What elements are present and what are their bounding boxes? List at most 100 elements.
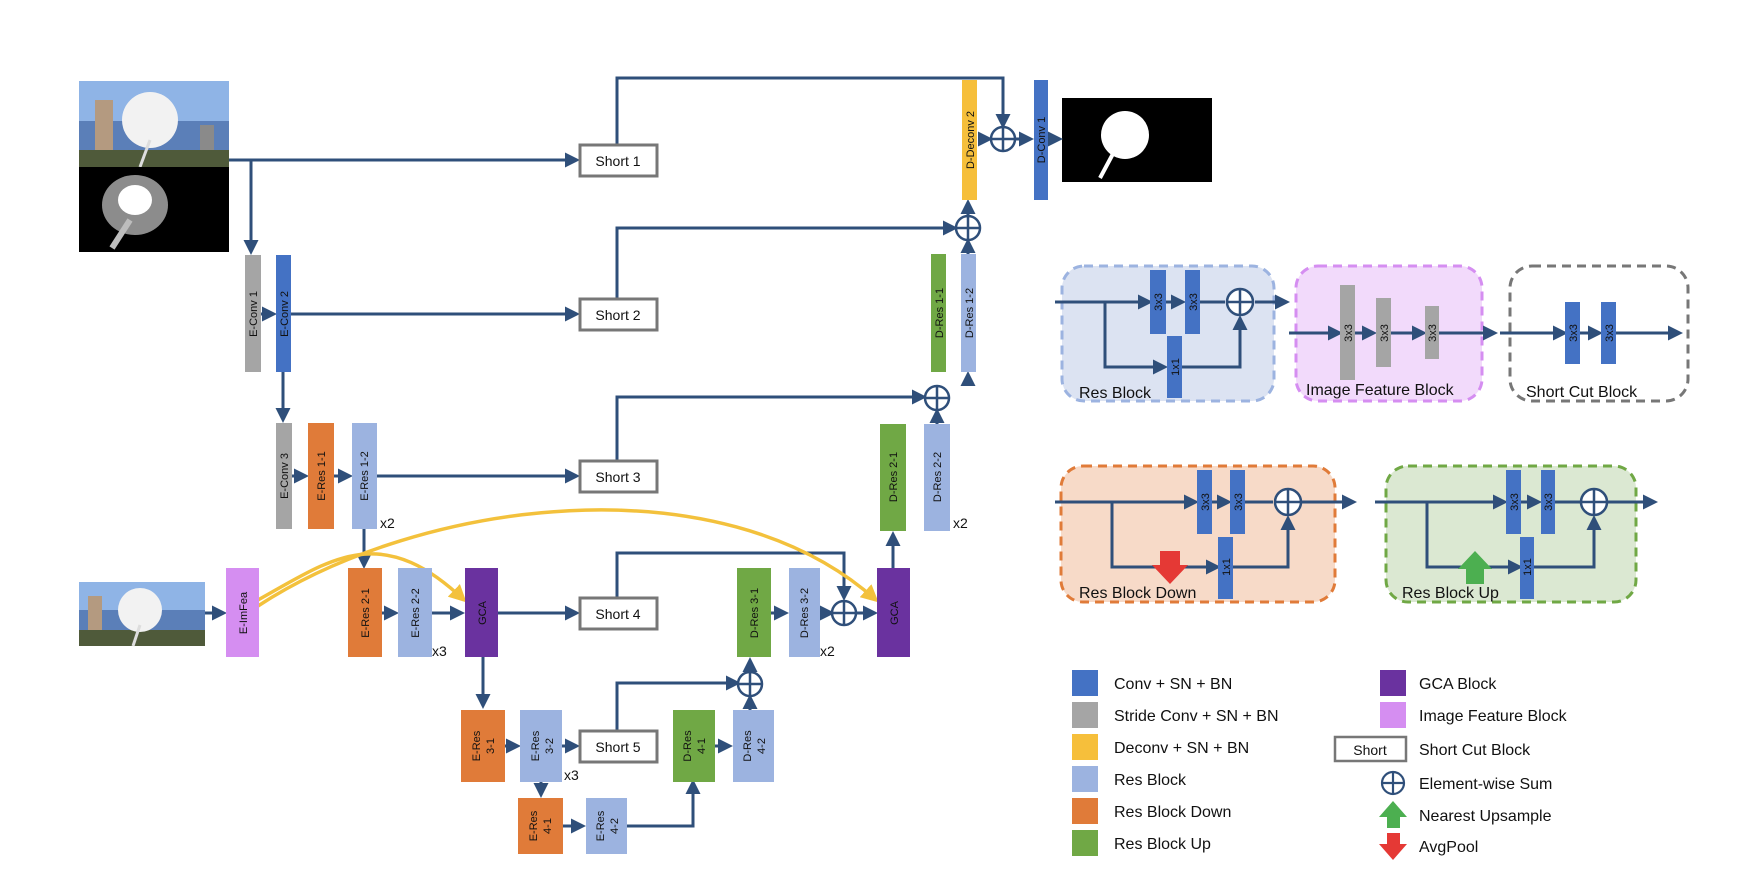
inset-res-block-up: 3x3 3x3 1x1 Res Block Up xyxy=(1375,464,1658,604)
short-1: Short 1 xyxy=(578,143,659,178)
svg-text:Short 1: Short 1 xyxy=(595,153,640,169)
element-wise-sums xyxy=(736,125,1017,698)
legend-nearest-upsample: Nearest Upsample xyxy=(1379,801,1552,828)
inset-image-feature-title: Image Feature Block xyxy=(1306,382,1455,399)
circle-plus-icon xyxy=(1380,770,1406,796)
block-d-res41 xyxy=(673,710,715,782)
label-e-res32-a: E-Res xyxy=(530,730,542,761)
input-trimap xyxy=(79,167,229,252)
svg-text:1x1: 1x1 xyxy=(1170,358,1182,376)
label-e-res32-b: 3-2 xyxy=(544,738,556,754)
svg-text:Short 2: Short 2 xyxy=(595,307,640,323)
sum-4 xyxy=(830,599,858,627)
label-e-res31-b: 3-1 xyxy=(485,738,497,754)
block-gca-1 xyxy=(465,568,498,657)
label-gca-2: GCA xyxy=(889,600,901,625)
label-e-res21: E-Res 2-1 xyxy=(360,588,372,638)
block-d-res21 xyxy=(880,424,906,531)
sum-2 xyxy=(954,214,982,242)
block-e-imfea xyxy=(226,568,259,657)
short-3: Short 3 xyxy=(578,459,659,494)
mult-d-res32: x2 xyxy=(820,643,835,659)
label-d-deconv2: D-Deconv 2 xyxy=(965,111,977,169)
block-d-res22 xyxy=(924,424,950,531)
label-gca-1: GCA xyxy=(477,600,489,625)
svg-text:Short 3: Short 3 xyxy=(595,469,640,485)
label-d-res11: D-Res 1-1 xyxy=(934,288,946,338)
legend-element-wise-sum: Element-wise Sum xyxy=(1380,770,1552,796)
blocks: E-Conv 1 E-Conv 2 E-Conv 3 E-Res 1-1 E-R… xyxy=(226,80,1048,854)
label-d-res41-b: 4-1 xyxy=(696,738,708,754)
svg-text:Image Feature Block: Image Feature Block xyxy=(1419,708,1568,725)
block-gca-2 xyxy=(877,568,910,657)
label-e-res12: E-Res 1-2 xyxy=(359,451,371,501)
block-e-res32 xyxy=(520,710,562,782)
svg-text:3x3: 3x3 xyxy=(1153,293,1165,311)
svg-text:3x3: 3x3 xyxy=(1543,493,1555,511)
label-e-conv3: E-Conv 3 xyxy=(279,453,291,499)
inset-res-block: 3x3 3x3 1x1 Res Block xyxy=(1055,264,1290,403)
inset-short-cut-title: Short Cut Block xyxy=(1526,384,1638,401)
label-e-res42-b: 4-2 xyxy=(609,818,621,834)
inset-res-block-up-title: Res Block Up xyxy=(1402,585,1499,602)
short-4: Short 4 xyxy=(578,596,659,631)
svg-text:1x1: 1x1 xyxy=(1221,558,1233,576)
label-d-res41-a: D-Res xyxy=(682,730,694,762)
legend-stride-conv: Stride Conv + SN + BN xyxy=(1072,702,1279,728)
sum-3 xyxy=(923,384,951,412)
svg-text:3x3: 3x3 xyxy=(1200,493,1212,511)
legend: Conv + SN + BN Stride Conv + SN + BN Dec… xyxy=(1072,670,1568,860)
label-d-res42-b: 4-2 xyxy=(756,738,768,754)
input-image-rgb xyxy=(79,81,229,168)
label-d-res32: D-Res 3-2 xyxy=(799,588,811,638)
svg-text:Short: Short xyxy=(1353,742,1387,758)
short-cut-boxes: Short 1 Short 2 Short 3 Short 4 Short 5 xyxy=(578,143,659,764)
legend-image-feature: Image Feature Block xyxy=(1380,702,1568,728)
inset-res-block-down-title: Res Block Down xyxy=(1079,585,1196,602)
block-e-conv2 xyxy=(276,255,291,372)
svg-text:3x3: 3x3 xyxy=(1427,324,1439,342)
svg-text:Element-wise Sum: Element-wise Sum xyxy=(1419,776,1552,793)
input-image-small xyxy=(79,582,205,647)
label-d-res42-a: D-Res xyxy=(742,730,754,762)
svg-text:Stride Conv + SN + BN: Stride Conv + SN + BN xyxy=(1114,708,1279,725)
svg-text:3x3: 3x3 xyxy=(1343,324,1355,342)
block-e-res31 xyxy=(461,710,505,782)
label-e-conv2: E-Conv 2 xyxy=(279,291,291,337)
block-d-res12 xyxy=(961,254,976,372)
label-e-res22: E-Res 2-2 xyxy=(410,588,422,638)
label-e-res31-a: E-Res xyxy=(471,730,483,761)
inset-image-feature-block: 3x3 3x3 3x3 Image Feature Block xyxy=(1289,264,1498,403)
mult-d-res22: x2 xyxy=(953,515,968,531)
legend-gca: GCA Block xyxy=(1380,670,1497,696)
green-up-arrow-icon xyxy=(1379,801,1407,828)
svg-text:GCA Block: GCA Block xyxy=(1419,676,1497,693)
block-e-res42 xyxy=(586,798,627,854)
legend-avgpool: AvgPool xyxy=(1379,833,1478,860)
svg-text:Conv + SN + BN: Conv + SN + BN xyxy=(1114,676,1232,693)
sum-1 xyxy=(989,125,1017,153)
legend-conv: Conv + SN + BN xyxy=(1072,670,1232,696)
svg-text:Short 4: Short 4 xyxy=(595,606,640,622)
label-d-res31: D-Res 3-1 xyxy=(749,588,761,638)
legend-res-block: Res Block xyxy=(1072,766,1187,792)
svg-text:Deconv + SN + BN: Deconv + SN + BN xyxy=(1114,740,1249,757)
block-e-conv3 xyxy=(276,423,292,529)
svg-text:Short 5: Short 5 xyxy=(595,739,640,755)
red-down-arrow-icon xyxy=(1379,833,1407,860)
svg-text:Res Block: Res Block xyxy=(1114,772,1187,789)
block-d-res11 xyxy=(931,254,946,372)
block-e-res41 xyxy=(518,798,563,854)
legend-res-block-up: Res Block Up xyxy=(1072,830,1211,856)
label-e-res42-a: E-Res xyxy=(595,810,607,841)
label-d-res12: D-Res 1-2 xyxy=(964,288,976,338)
block-d-res31 xyxy=(737,568,771,657)
svg-text:3x3: 3x3 xyxy=(1233,493,1245,511)
green-up-arrow-icon xyxy=(1458,551,1492,584)
red-down-arrow-icon xyxy=(1152,551,1188,584)
label-e-res11: E-Res 1-1 xyxy=(316,451,328,501)
block-e-conv1 xyxy=(245,255,261,372)
inset-short-cut-block: 3x3 3x3 Short Cut Block xyxy=(1500,264,1690,403)
short-5: Short 5 xyxy=(578,729,659,764)
